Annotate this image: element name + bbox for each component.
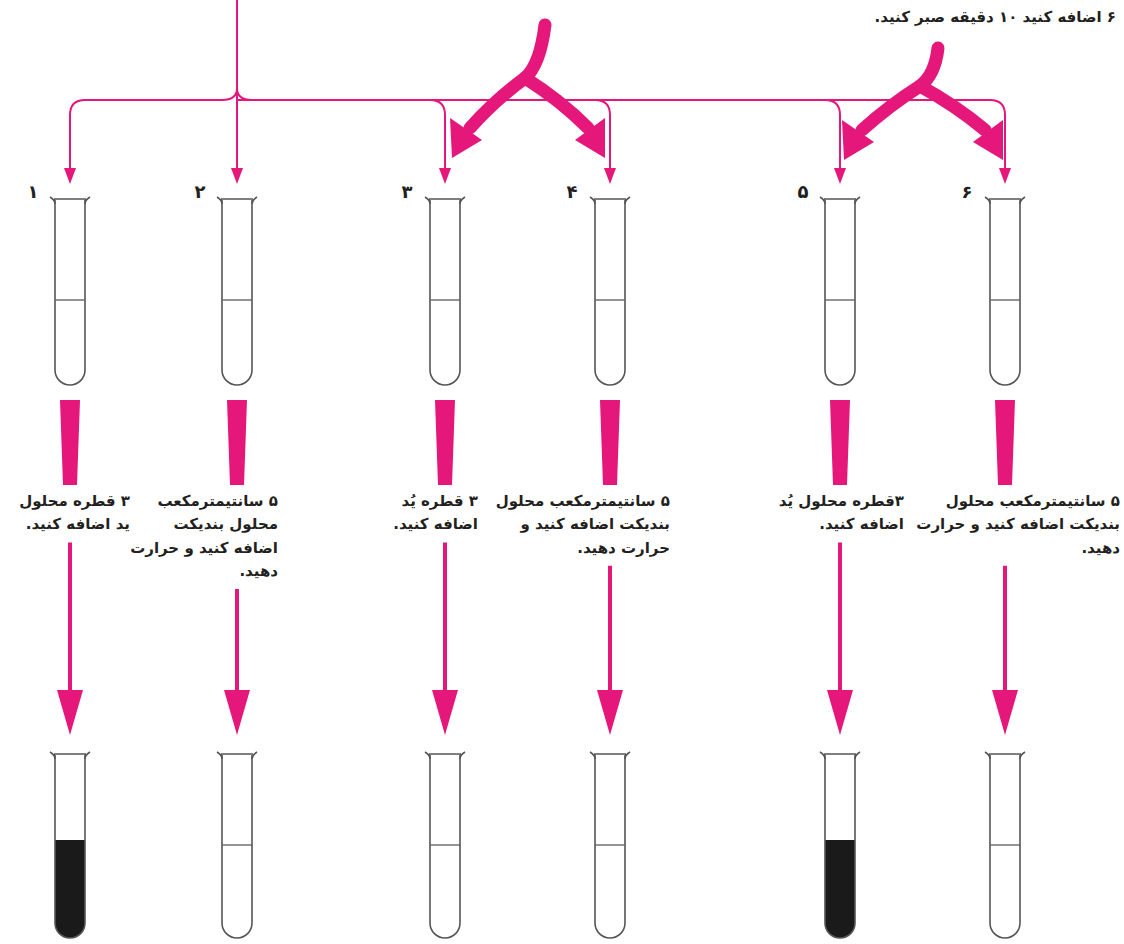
arrow-head (992, 690, 1018, 735)
dark-solution (825, 840, 855, 938)
tube-number: ۱ (18, 178, 48, 206)
tube-rim (820, 197, 860, 204)
arrow-head (827, 690, 853, 735)
arrow-shaft (68, 543, 72, 701)
tube-rim (425, 752, 465, 759)
tube-outline (430, 200, 460, 385)
tube-rim (820, 752, 860, 759)
tube-rim (50, 197, 90, 204)
instruction: ۵ سانتیمترمکعب محلول بندیکت اضافه کنید و… (492, 490, 670, 560)
tube-number: ۳ (392, 178, 422, 206)
pink-bar (600, 400, 620, 485)
down-arrows (57, 543, 1018, 736)
tube-rim (590, 752, 630, 759)
tube-rim (985, 752, 1025, 759)
liquid-level (595, 299, 625, 300)
instruction: ۳ قطره یُد اضافه کنید. (378, 490, 478, 537)
arrow-shaft (608, 566, 612, 700)
tube-outline (222, 755, 252, 938)
tube-rim (217, 752, 257, 759)
liquid-level (990, 299, 1020, 300)
arrow-head (57, 690, 83, 735)
tube-outline (55, 200, 85, 385)
pink-bar (830, 400, 850, 485)
test-tubes (50, 197, 1025, 938)
tube-rim (425, 197, 465, 204)
arrow-head (224, 690, 250, 735)
pink-bar (227, 400, 247, 485)
dark-solution (55, 840, 85, 938)
tube-number: ۶ (952, 178, 982, 206)
tube-outline (825, 755, 855, 938)
liquid-level (55, 299, 85, 300)
arrow-shaft (838, 543, 842, 701)
arrow-head (597, 690, 623, 735)
arrow-shaft (443, 543, 447, 701)
liquid-level (222, 844, 252, 845)
pink-bar (995, 400, 1015, 485)
tube-outline (990, 755, 1020, 938)
liquid-level (595, 844, 625, 845)
instruction: ۳قطره محلول یُد اضافه کنید. (772, 490, 904, 537)
pink-bar (435, 400, 455, 485)
pink-bar (60, 400, 80, 485)
distribution-lines (70, 0, 1005, 170)
instruction: ۵ سانتیمترمکعب محلول بندیکت اضافه کنید و… (908, 490, 1120, 560)
tube-rim (985, 197, 1025, 204)
small-arrowheads (64, 168, 1011, 184)
tube-outline (595, 755, 625, 938)
instruction: ۳ قطره محلول ید اضافه کنید. (2, 490, 130, 537)
fork-arrows (470, 25, 985, 130)
liquid-level (430, 844, 460, 845)
liquid-level (430, 299, 460, 300)
instruction: ۵ سانتیمترمکعب محلول بندیکت اضافه کنید و… (128, 490, 278, 583)
tube-outline (595, 200, 625, 385)
tube-rim (590, 197, 630, 204)
liquid-level (990, 844, 1020, 845)
tube-number: ۵ (788, 178, 818, 206)
fork-arrowheads (450, 118, 1003, 160)
note: ۶ اضافه کنید ۱۰ دقیقه صبر کنید. (760, 6, 1116, 29)
tube-rim (217, 197, 257, 204)
tube-outline (430, 755, 460, 938)
tube-outline (222, 200, 252, 385)
liquid-level (222, 299, 252, 300)
tube-rim (50, 752, 90, 759)
tube-number: ۲ (185, 178, 215, 206)
arrow-head (432, 690, 458, 735)
tube-number: ۴ (557, 178, 587, 206)
liquid-level (825, 299, 855, 300)
arrow-shaft (235, 589, 239, 700)
tube-outline (825, 200, 855, 385)
tube-outline (55, 755, 85, 938)
arrow-shaft (1003, 566, 1007, 700)
tube-outline (990, 200, 1020, 385)
